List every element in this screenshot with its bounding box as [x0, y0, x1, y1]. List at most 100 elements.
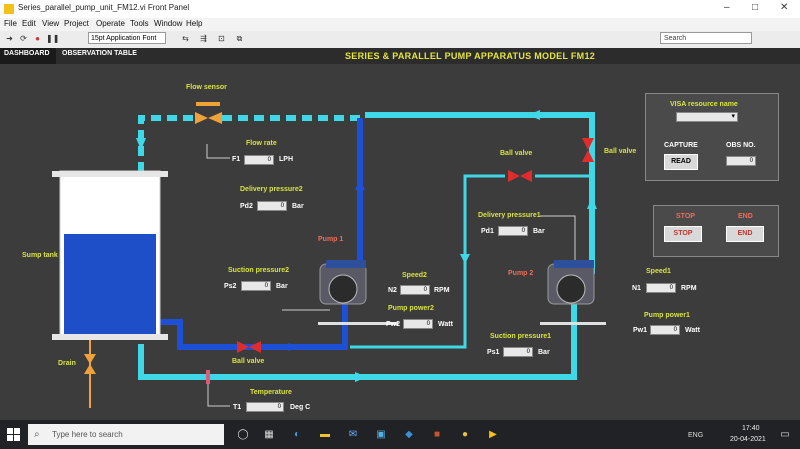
drain-valve-top [84, 354, 96, 364]
pump1-label: Pump 1 [318, 236, 344, 243]
tank-water [64, 234, 156, 338]
delivery-pressure1-label: Delivery pressure1 [478, 212, 541, 219]
maximize-icon[interactable]: □ [752, 2, 759, 13]
f1-indicator: 0 [244, 155, 274, 165]
pipe-bottom-cyan [138, 304, 577, 380]
n2-unit: RPM [434, 287, 450, 294]
minimize-icon[interactable]: – [724, 2, 730, 13]
tab-dashboard-bg [0, 48, 56, 64]
clock-date[interactable]: 20-04-2021 [730, 436, 766, 443]
close-icon[interactable]: ✕ [780, 2, 789, 13]
ps2-unit: Bar [276, 283, 288, 290]
pipe-pump1-suction [152, 304, 348, 350]
n2-label: N2 [388, 287, 397, 294]
windows-start-icon[interactable] [7, 428, 20, 441]
mail-icon[interactable]: ✉ [348, 429, 358, 440]
labview-taskbar-icon[interactable]: ▶ [489, 429, 497, 440]
language-indicator[interactable]: ENG [688, 432, 704, 439]
t1-unit: Deg C [290, 404, 311, 411]
menu-help[interactable]: Help [186, 19, 203, 28]
suction-pressure1-label: Suction pressure1 [490, 333, 552, 340]
arrow-down-left [136, 138, 146, 150]
widgets-icon[interactable]: ▦ [264, 429, 274, 440]
pd2-unit: Bar [292, 203, 304, 210]
ball-valve-right-label: Ball valve [604, 148, 637, 155]
obs-no-indicator: 0 [726, 156, 756, 166]
drain-valve-bottom [84, 364, 96, 374]
title-bar: Series_parallel_pump_unit_FM12.vi Front … [0, 0, 800, 19]
search-icon: ⌕ [34, 429, 40, 440]
menu-file[interactable]: File [4, 19, 17, 28]
taskbar-search-input[interactable]: Type here to search [28, 424, 224, 445]
flow-sensor-right [208, 112, 222, 124]
ball-valve-right-top [582, 138, 594, 150]
reorder-icon[interactable]: ⧉ [236, 34, 243, 43]
tab-observation-table[interactable]: OBSERVATION TABLE [62, 50, 137, 57]
n1-indicator: 0 [646, 283, 676, 293]
pw1-unit: Watt [685, 327, 700, 334]
flow-sensor-left [195, 112, 208, 124]
distribute-icon[interactable]: ⇶ [200, 34, 207, 43]
search-input[interactable]: Search [660, 32, 752, 44]
t1-label: T1 [233, 404, 242, 411]
notifications-icon[interactable]: ▭ [780, 429, 790, 440]
tab-dashboard[interactable]: DASHBOARD [4, 50, 50, 57]
pd1-unit: Bar [533, 228, 545, 235]
visa-resource-select[interactable]: ▾ [676, 112, 738, 122]
ball-valve-mid-right [520, 170, 532, 182]
read-button[interactable]: READ [664, 154, 698, 170]
arrow-left-suction [280, 343, 290, 351]
menu-operate[interactable]: Operate [96, 19, 125, 28]
pause-icon[interactable]: ❚❚ [46, 34, 60, 43]
window-title: Series_parallel_pump_unit_FM12.vi Front … [18, 3, 190, 12]
arrow-up-pump1 [355, 178, 365, 190]
n1-unit: RPM [681, 285, 697, 292]
flow-rate-label: Flow rate [246, 140, 277, 147]
align-icon[interactable]: ⇆ [182, 34, 189, 43]
pipe-top-cyan [365, 112, 595, 194]
sump-tank-label: Sump tank [22, 252, 58, 259]
arrow-right-bottom [355, 372, 367, 382]
outlook-icon[interactable]: ◆ [405, 429, 413, 440]
menu-project[interactable]: Project [64, 19, 89, 28]
delivery-pressure2-label: Delivery pressure2 [240, 186, 303, 193]
pw1-label: Pw1 [633, 327, 648, 334]
menu-view[interactable]: View [42, 19, 60, 28]
piping-diagram [52, 102, 606, 408]
end-label: END [738, 213, 753, 220]
office-icon[interactable]: ■ [433, 429, 441, 440]
menu-edit[interactable]: Edit [22, 19, 36, 28]
arrow-up-pump2 [587, 197, 597, 209]
pump2-graphic [547, 260, 595, 305]
suction-pressure2-label: Suction pressure2 [228, 267, 290, 274]
task-view-icon[interactable]: ◯ [237, 429, 249, 440]
visa-label: VISA resource name [670, 101, 738, 108]
drain-label: Drain [58, 360, 76, 367]
pump1-graphic [319, 260, 367, 305]
temperature-label: Temperature [250, 389, 292, 396]
abort-icon[interactable]: ● [35, 34, 40, 43]
ball-valve-mid-left [508, 170, 520, 182]
menu-tools[interactable]: Tools [130, 19, 149, 28]
app-title: SERIES & PARALLEL PUMP APPARATUS MODEL F… [345, 51, 596, 61]
menu-window[interactable]: Window [154, 19, 183, 28]
clock-time[interactable]: 17:40 [742, 425, 760, 432]
resize-icon[interactable]: ⊡ [218, 34, 225, 43]
f1-label: F1 [232, 156, 241, 163]
run-continuous-icon[interactable]: ⟳ [20, 34, 27, 43]
tab-bar [0, 48, 800, 64]
chrome-icon[interactable]: ● [461, 429, 469, 440]
temperature-sensor-graphic [206, 370, 210, 384]
ball-valve-mid-label: Ball valve [500, 150, 533, 157]
file-explorer-icon[interactable]: ▬ [320, 429, 330, 440]
menu-bar: File Edit View Project Operate Tools Win… [0, 18, 800, 31]
edge-icon[interactable]: ◐ [293, 429, 301, 440]
run-arrow-icon[interactable]: ➜ [6, 34, 13, 43]
font-selector[interactable]: 15pt Application Font [88, 32, 166, 44]
pw2-label: Pw2 [386, 321, 401, 328]
stop-button[interactable]: STOP [664, 226, 702, 242]
ball-valve-bottom-right [249, 341, 261, 353]
stop-label: STOP [676, 213, 695, 220]
end-button[interactable]: END [726, 226, 764, 242]
store-icon[interactable]: ▣ [376, 429, 386, 440]
